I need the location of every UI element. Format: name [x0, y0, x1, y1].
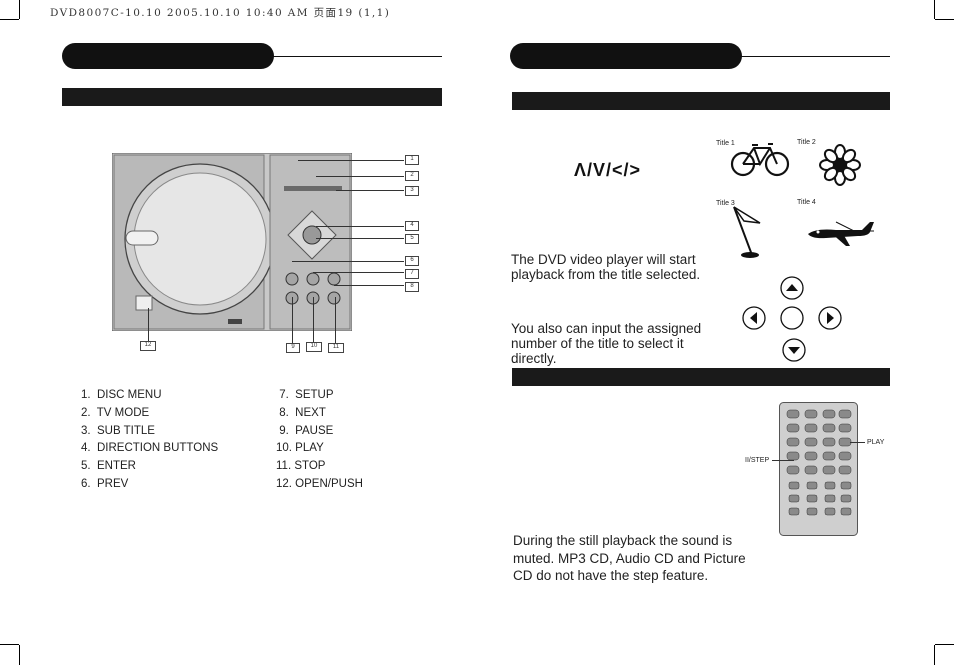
list-item: 8. NEXT: [276, 406, 326, 419]
crop-mark: [935, 19, 954, 20]
callout-number: 10: [306, 342, 322, 352]
arrow-keys-text: Λ/V/</>: [574, 160, 642, 180]
callout-number: 8: [405, 282, 419, 292]
callout-number: 3: [405, 186, 419, 196]
button-list-col2: 7. SETUP 8. NEXT 9. PAUSE 10. PLAY 11. S…: [276, 387, 363, 494]
remote-control-illustration: [779, 402, 858, 536]
still-playback-paragraph: During the still playback the sound is m…: [513, 533, 746, 583]
print-meta: DVD8007C-10.10 2005.10.10 10:40 AM 页面19 …: [50, 7, 391, 19]
callout-line: [298, 160, 404, 161]
left-header-bar: [62, 88, 442, 106]
callout-line: [316, 238, 404, 239]
callout-number: 11: [328, 343, 344, 353]
list-item: 7. SETUP: [276, 389, 334, 401]
right-header-bar-1: [512, 92, 890, 110]
crop-mark: [934, 0, 935, 19]
right-section-rule: [740, 56, 890, 57]
callout-number: 1: [405, 155, 419, 165]
callout-line: [850, 442, 865, 443]
list-item: 10. PLAY: [276, 442, 324, 455]
list-item: 6. PREV: [81, 477, 129, 490]
callout-line: [313, 297, 314, 342]
airplane-icon: [808, 221, 874, 246]
title-number-paragraph: You also can input the assigned number o…: [511, 321, 702, 366]
callout-line: [335, 297, 336, 343]
crop-mark: [19, 645, 20, 665]
flag-icon: [733, 206, 761, 258]
direction-buttons-diagram: [742, 276, 842, 362]
callout-number: 6: [405, 256, 419, 266]
callout-number: 5: [405, 234, 419, 244]
callout-number: 7: [405, 269, 419, 279]
callout-line: [334, 285, 404, 286]
callout-line: [292, 297, 293, 343]
left-section-rule: [272, 56, 442, 57]
title-label: Title 3: [716, 200, 735, 207]
crop-mark: [935, 644, 954, 645]
callout-line: [148, 308, 149, 341]
callout-line: [292, 261, 404, 262]
crop-mark: [0, 644, 19, 645]
callout-number: 9: [286, 343, 300, 353]
crop-mark: [0, 19, 19, 20]
list-item: 1. DISC MENU: [81, 389, 162, 401]
flower-icon: [819, 144, 861, 186]
right-section-pill: [510, 43, 742, 69]
list-item: 4. DIRECTION BUTTONS: [81, 442, 219, 455]
callout-number: 2: [405, 171, 419, 181]
list-item: 3. SUB TITLE: [81, 424, 155, 437]
callout-line: [336, 190, 404, 191]
title-label: Title 1: [716, 140, 735, 147]
button-list-col1: 1. DISC MENU 2. TV MODE 3. SUB TITLE 4. …: [81, 387, 218, 494]
callout-line: [316, 176, 404, 177]
title-label: Title 2: [797, 139, 816, 146]
callout-number: 4: [405, 221, 419, 231]
crop-mark: [19, 0, 20, 19]
remote-label-step: II/STEP: [745, 457, 770, 464]
bicycle-icon: [730, 143, 790, 177]
callout-line: [772, 460, 794, 461]
list-item: 2. TV MODE: [81, 406, 150, 419]
playback-paragraph: The DVD video player will start playback…: [511, 252, 701, 282]
callout-line: [313, 272, 404, 273]
dvd-player-illustration: [112, 153, 352, 331]
list-item: 9. PAUSE: [276, 424, 334, 437]
left-section-pill: [62, 43, 274, 69]
remote-label-play: PLAY: [867, 439, 885, 446]
title-label: Title 4: [797, 199, 816, 206]
callout-number: 12: [140, 341, 156, 351]
list-item: 12. OPEN/PUSH: [276, 477, 363, 490]
list-item: 11. STOP: [276, 460, 326, 473]
callout-line: [316, 226, 404, 227]
list-item: 5. ENTER: [81, 460, 136, 473]
crop-mark: [934, 645, 935, 665]
right-header-bar-2: [512, 368, 890, 386]
